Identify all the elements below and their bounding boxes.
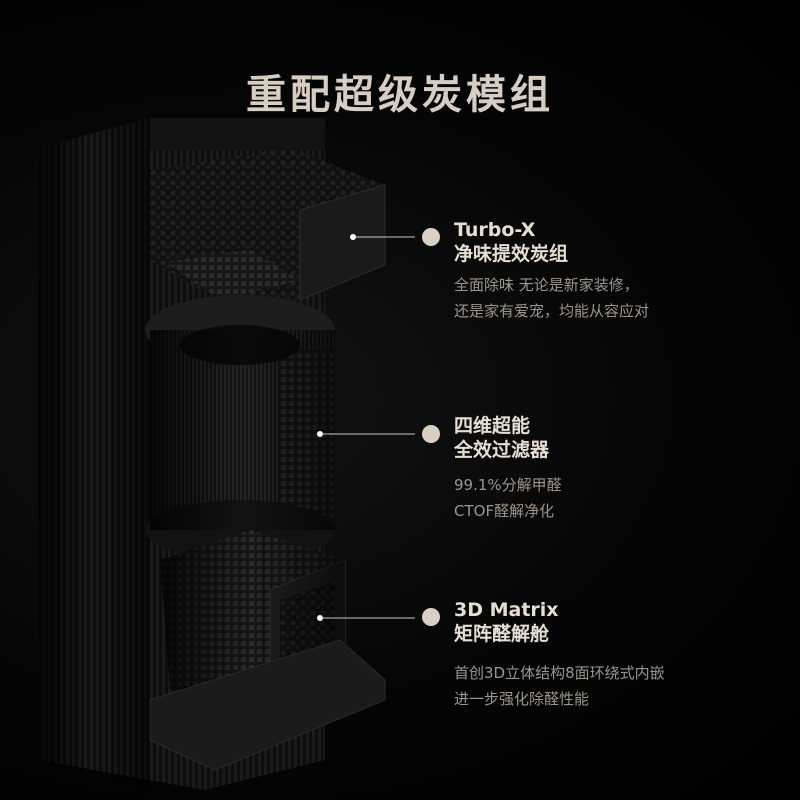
page-title: 重配超级炭模组 [246, 72, 554, 118]
feature-heading-line2: 全效过滤器 [454, 439, 550, 461]
feature-desc-line1: 首创3D立体结构8面环绕式内嵌 [454, 664, 665, 682]
bullet-dot-icon [422, 425, 440, 443]
feature-desc-line2: 进一步强化除醛性能 [454, 690, 590, 708]
feature-heading-line1: Turbo-X [454, 219, 536, 241]
bullet-dot-icon [422, 228, 440, 246]
feature-desc-line2: 还是家有爱宠，均能从容应对 [454, 302, 650, 320]
feature-heading-line1: 四维超能 [454, 415, 531, 437]
feature-desc-line1: 99.1%分解甲醛 [454, 476, 562, 494]
feature-desc-line1: 全面除味 无论是新家装修， [454, 276, 639, 294]
feature-heading-line2: 矩阵醛解舱 [454, 623, 550, 645]
feature-heading-line1: 3D Matrix [454, 599, 559, 621]
feature-desc-line2: CTOF醛解净化 [454, 502, 555, 520]
feature-heading-line2: 净味提效炭组 [454, 243, 569, 265]
bullet-dot-icon [422, 608, 440, 626]
